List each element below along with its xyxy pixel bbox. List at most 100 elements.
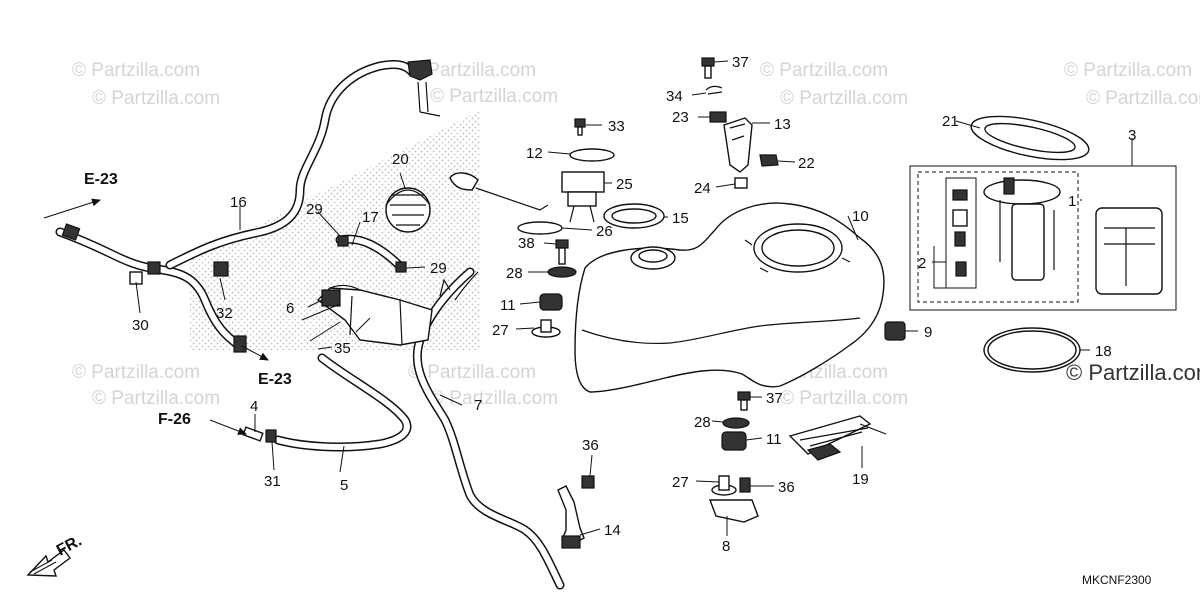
front-indicator: FR. <box>26 532 85 577</box>
callout-28-upper: 28 <box>506 265 523 282</box>
filter-subframe <box>945 177 977 289</box>
callout-29-upper: 29 <box>306 201 323 218</box>
hose-fittings <box>61 59 441 443</box>
callout-9: 9 <box>924 324 932 341</box>
watermark-text: © Partzilla.com <box>780 88 908 109</box>
callout-12: 12 <box>526 145 543 162</box>
callout-30: 30 <box>132 317 149 334</box>
o-ring-26 <box>517 221 563 235</box>
watermark-text: © Partzilla.com <box>430 388 558 409</box>
tab-24 <box>734 177 748 189</box>
washer-28-lower <box>722 417 750 429</box>
bolt-38 <box>555 239 569 265</box>
callout-17: 17 <box>362 209 379 226</box>
bolt-37-lower <box>737 391 751 411</box>
filter-cap <box>385 187 431 233</box>
clip-34 <box>705 85 723 95</box>
ref-f26: F-26 <box>158 411 191 428</box>
watermark-text: © Partzilla.com <box>72 60 200 81</box>
callout-36-upper: 36 <box>582 437 599 454</box>
cap-23 <box>709 111 727 123</box>
callout-36-lower: 36 <box>778 479 795 496</box>
front-arrow-icon <box>26 549 71 577</box>
watermark-text: © Partzilla.com <box>72 362 200 383</box>
callout-19: 19 <box>852 471 869 488</box>
diagram-code: MKCNF2300 <box>1082 573 1152 587</box>
watermark-text: © Partzilla.com <box>1086 88 1200 109</box>
pump-housing <box>1095 207 1163 295</box>
fuel-gauge-sender <box>449 171 605 223</box>
callout-7: 7 <box>474 397 482 414</box>
fuel-tank <box>574 202 885 393</box>
watermark-text: © Partzilla.com <box>1064 60 1192 81</box>
grommet-11 <box>539 293 563 311</box>
callout-11-lower: 11 <box>766 431 782 448</box>
seal-15 <box>603 203 665 229</box>
callout-37-lower: 37 <box>766 390 783 407</box>
leader-lines <box>43 60 1133 536</box>
bolt-33 <box>574 118 586 136</box>
callout-4: 4 <box>250 398 258 415</box>
washer-28 <box>547 266 577 278</box>
callout-22: 22 <box>798 155 815 172</box>
callout-11-upper: 11 <box>500 297 516 314</box>
callout-33: 33 <box>608 118 625 135</box>
callout-23: 23 <box>672 109 689 126</box>
watermark-large: © Partzilla.com <box>1066 360 1200 385</box>
grommet-11-lower <box>721 431 747 451</box>
callout-28-lower: 28 <box>694 414 711 431</box>
callout-29-lower: 29 <box>430 260 447 277</box>
callout-labels: 1 2 3 4 5 6 7 8 9 10 11 11 12 13 14 15 1… <box>132 54 1136 555</box>
fuel-pump-assembly <box>909 165 1177 311</box>
reference-labels: E-23 E-23 F-26 <box>84 171 292 428</box>
watermark-text: © Partzilla.com <box>408 362 536 383</box>
canister-bracket <box>316 278 451 346</box>
callout-27-lower: 27 <box>672 474 689 491</box>
bracket-8 <box>708 499 759 523</box>
callout-13: 13 <box>774 116 791 133</box>
callout-38: 38 <box>518 235 535 252</box>
watermark-text: © Partzilla.com <box>430 86 558 107</box>
callout-34: 34 <box>666 88 683 105</box>
watermark-text: © Partzilla.com <box>780 388 908 409</box>
connector-22 <box>759 154 779 167</box>
callout-1: 1 <box>1068 193 1076 210</box>
grommet-9 <box>884 321 906 341</box>
guard-13 <box>723 117 753 173</box>
callout-5: 5 <box>340 477 348 494</box>
ref-e23-top: E-23 <box>84 171 118 188</box>
callout-15: 15 <box>672 210 689 227</box>
callout-24: 24 <box>694 180 711 197</box>
gasket-18 <box>983 327 1081 373</box>
bolt-37-top <box>701 57 715 79</box>
callout-3: 3 <box>1128 127 1136 144</box>
gasket-12 <box>569 148 615 162</box>
callout-6: 6 <box>286 300 294 317</box>
callout-37-top: 37 <box>732 54 749 71</box>
pump-subframe <box>917 171 1079 303</box>
callout-32: 32 <box>216 305 233 322</box>
retaining-ring-21 <box>970 115 1090 161</box>
callout-25: 25 <box>616 176 633 193</box>
collar-27-lower <box>711 475 737 496</box>
callout-20: 20 <box>392 151 409 168</box>
watermark-text: © Partzilla.com <box>408 60 536 81</box>
callout-10: 10 <box>852 208 869 225</box>
callout-2: 2 <box>918 255 926 272</box>
callout-8: 8 <box>722 538 730 555</box>
pump-assembly-frame <box>909 165 1177 311</box>
callout-14: 14 <box>604 522 621 539</box>
watermark-text: © Partzilla.com <box>92 88 220 109</box>
watermark-text: © Partzilla.com <box>760 60 888 81</box>
callout-27-upper: 27 <box>492 322 509 339</box>
watermark-layer: © Partzilla.com © Partzilla.com © Partzi… <box>72 60 1200 409</box>
callout-21: 21 <box>942 113 959 130</box>
bracket-19 <box>788 415 887 461</box>
bracket-14 <box>557 485 585 549</box>
callout-35: 35 <box>334 340 351 357</box>
collar-27 <box>531 319 561 338</box>
callout-31: 31 <box>264 473 281 490</box>
bolt-36-upper <box>581 475 595 489</box>
